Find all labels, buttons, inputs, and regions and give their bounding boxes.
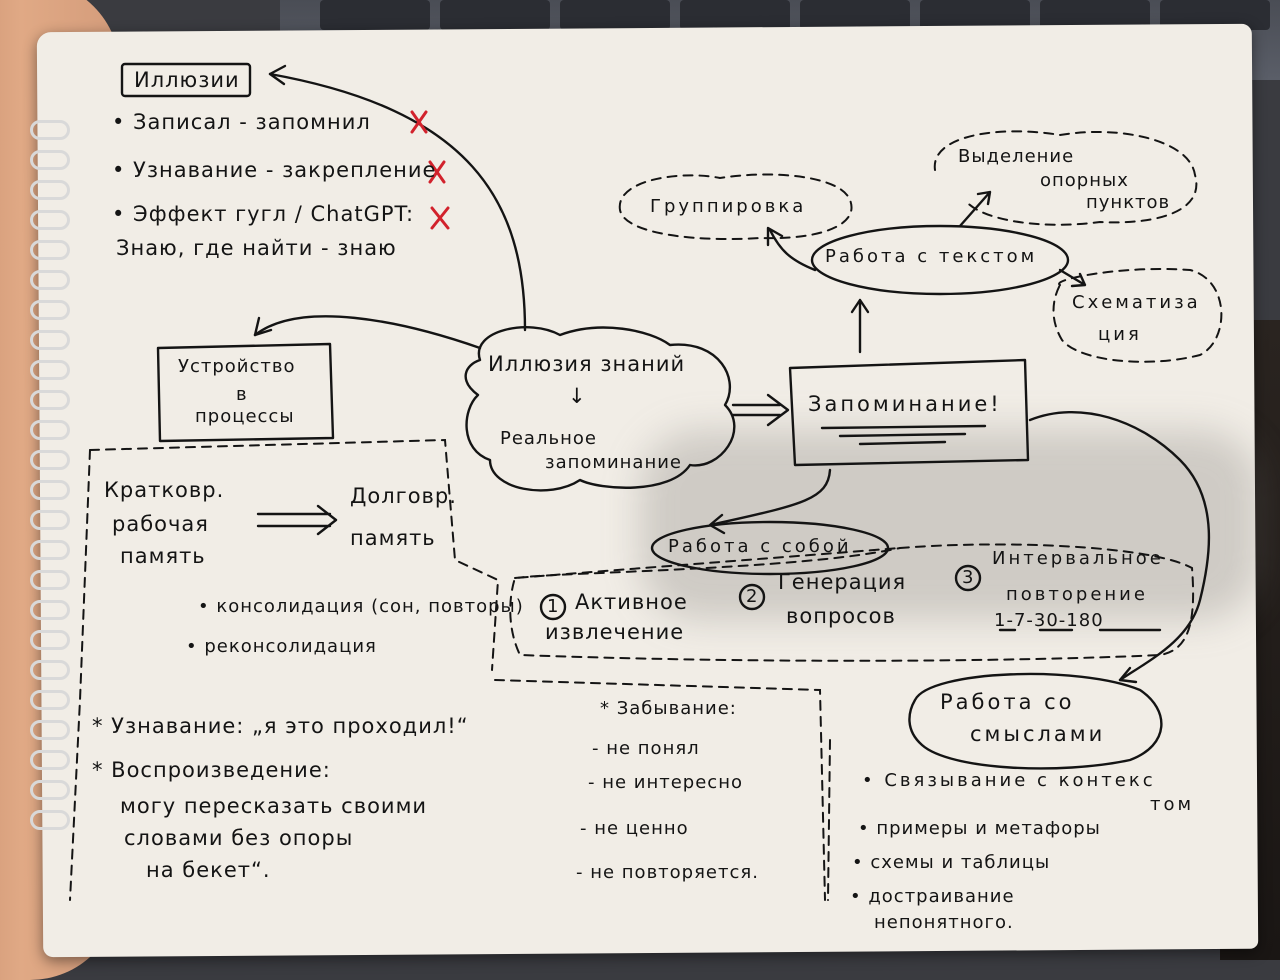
forgetting-item-1: - не понял — [592, 738, 700, 759]
meaning-item-4-cont: непонятного. — [874, 912, 1014, 933]
illusion-item-2: • Узнавание - закрепление — [112, 158, 437, 182]
center-cloud-line-4: запоминание — [545, 452, 682, 473]
reproduction-line-3: словами без опоры — [124, 826, 354, 850]
illusion-item-1: • Записал - запомнил — [112, 110, 371, 134]
center-cloud-line-1: Иллюзия знаний — [488, 352, 686, 376]
key-points-line-3: пунктов — [1086, 192, 1171, 213]
key-points-line-1: Выделение — [958, 146, 1075, 167]
consolidation: • консолидация (сон, повторы) — [198, 596, 524, 617]
center-cloud-line-3: Реальное — [500, 428, 597, 449]
self-work: Работа с собой — [668, 536, 852, 557]
illusion-item-3: • Эффект гугл / ChatGPT: — [112, 202, 415, 226]
reconsolidation: • реконсолидация — [186, 636, 377, 657]
ink-drawing — [69, 62, 1223, 901]
reproduction-line-2: могу пересказать своими — [120, 794, 428, 818]
schematize-line-2: ция — [1098, 324, 1142, 345]
meaning-item-1-cont: том — [1150, 794, 1195, 815]
method-2-line-1: Генерация — [778, 570, 907, 594]
device-box-line-1: Устройство — [178, 356, 296, 377]
method-2-number: 2 — [746, 586, 759, 607]
reproduction-line-1: * Воспроизведение: — [92, 758, 331, 782]
schematize-line-1: Схематиза — [1072, 292, 1201, 313]
method-2-line-2: вопросов — [786, 604, 896, 628]
reproduction-line-4: на бекет“. — [146, 858, 271, 882]
long-memory-line-1: Долговр. — [350, 484, 457, 508]
short-memory-line-3: память — [120, 544, 206, 568]
forgetting-title: * Забывание: — [600, 698, 737, 719]
short-memory-line-2: рабочая — [112, 512, 209, 536]
method-3-line-1: Интервальное — [992, 548, 1164, 569]
forgetting-item-3: - не ценно — [580, 818, 689, 839]
long-memory-line-2: память — [350, 526, 436, 550]
method-1-line-2: извлечение — [545, 620, 685, 644]
key-points-line-2: опорных — [1040, 170, 1129, 191]
text-work: Работа с текстом — [825, 246, 1038, 267]
method-3-number: 3 — [962, 567, 975, 588]
method-1-line-1: Активное — [575, 590, 688, 614]
device-box-line-2: в — [236, 384, 248, 405]
memorize-box: Запоминание! — [808, 392, 1002, 416]
meanings-line-1: Работа со — [940, 690, 1075, 714]
meanings-line-2: смыслами — [970, 722, 1106, 746]
meaning-item-4: • достраивание — [850, 886, 1015, 907]
forgetting-item-4: - не повторяется. — [576, 862, 759, 883]
grouping: Группировка — [650, 196, 807, 217]
meaning-item-1: • Связывание с контекс — [862, 770, 1156, 791]
illusion-extra: Знаю, где найти - знаю — [116, 236, 397, 260]
device-box-line-3: процессы — [195, 406, 295, 427]
short-memory-line-1: Кратковр. — [104, 478, 225, 502]
meaning-item-2: • примеры и метафоры — [858, 818, 1101, 839]
meaning-item-3: • схемы и таблицы — [852, 852, 1051, 873]
center-cloud-arrow: ↓ — [568, 384, 587, 408]
forgetting-item-2: - не интересно — [588, 772, 743, 793]
method-1-number: 1 — [547, 596, 560, 617]
method-3-line-3: 1-7-30-180 — [994, 610, 1104, 631]
illusions-title: Иллюзии — [134, 68, 240, 92]
recognition-note: * Узнавание: „я это проходил!“ — [92, 714, 469, 738]
method-3-line-2: повторение — [1006, 584, 1148, 605]
